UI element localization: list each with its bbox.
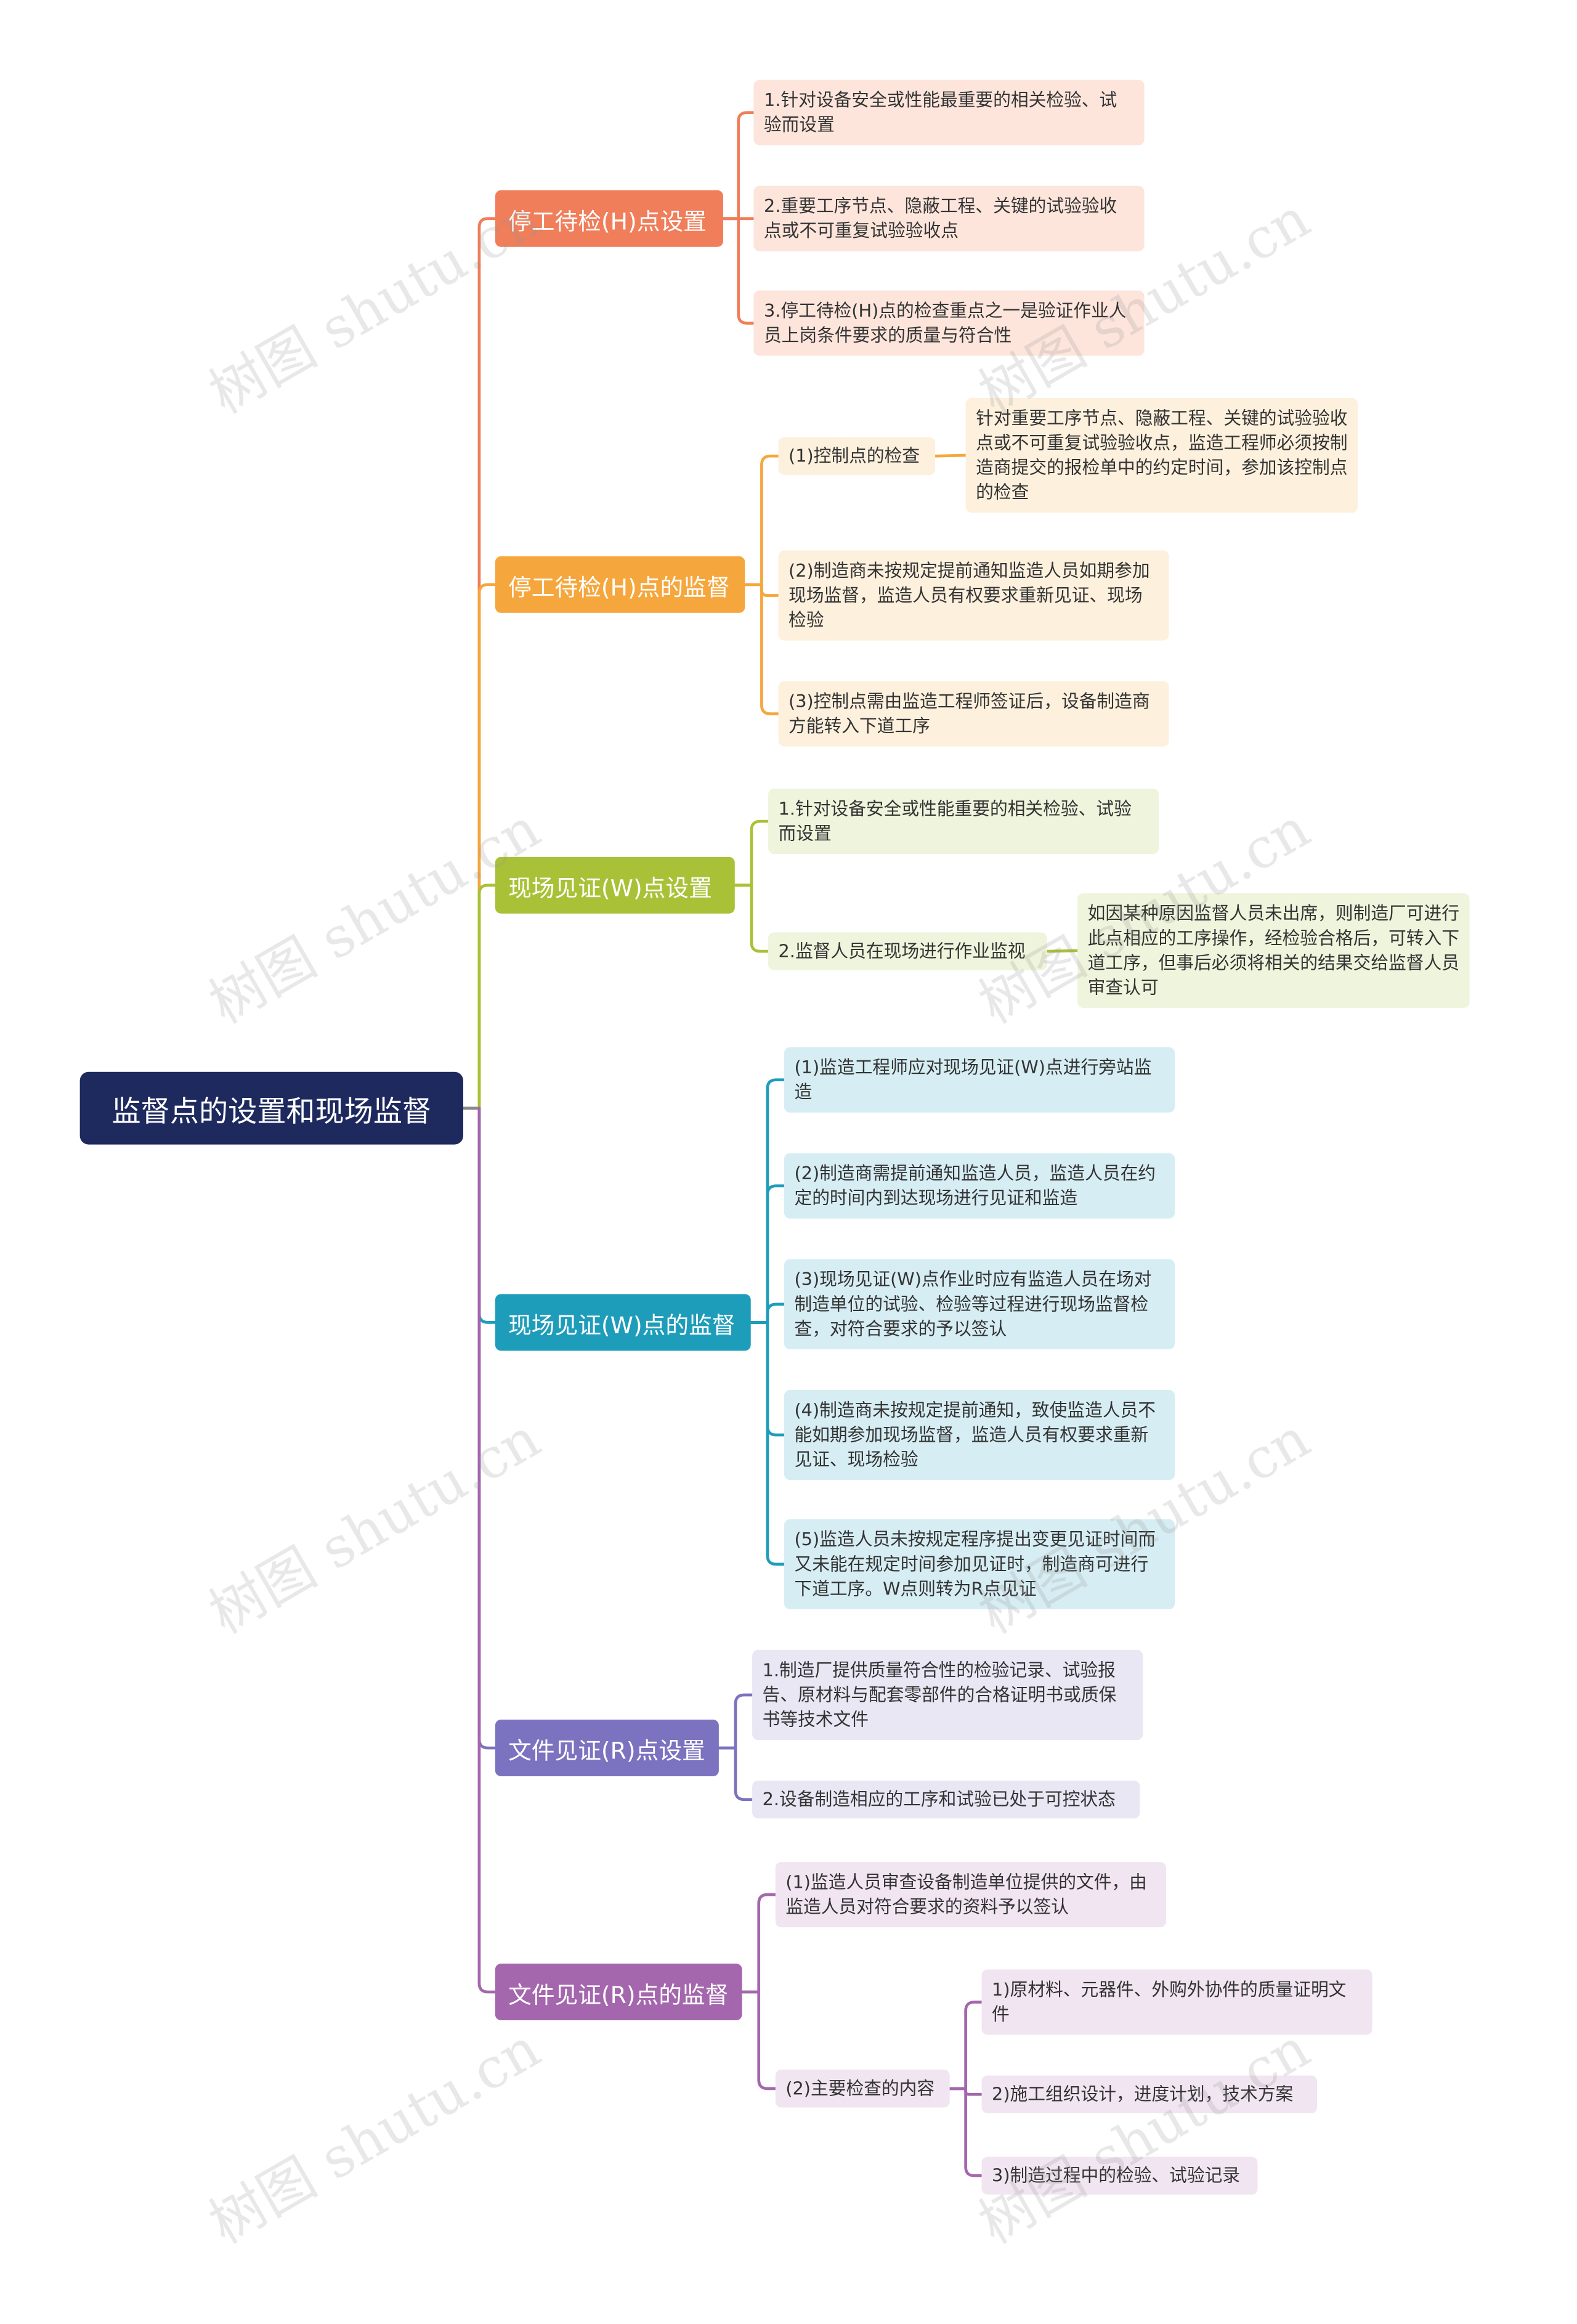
topic-node[interactable]: (5)监造人员未按规定程序提出变更见证时间而又未能在规定时间参加见证时，制造商可… xyxy=(784,1519,1175,1609)
topic-node[interactable]: (1)监造人员审查设备制造单位提供的文件，由监造人员对符合要求的资料予以签认 xyxy=(775,1862,1166,1928)
connector-line xyxy=(477,1107,497,1750)
connector-line xyxy=(721,217,755,325)
topic-node[interactable]: 2.重要工序节点、隐蔽工程、关键的试验验收点或不可重复试验验收点 xyxy=(753,185,1145,251)
branch-w-point-supervision[interactable]: 现场见证(W)点的监督 xyxy=(495,1294,751,1351)
topic-node[interactable]: 2.监督人员在现场进行作业监视 xyxy=(768,932,1047,970)
topic-node[interactable]: (4)制造商未按规定提前通知，致使监造人员不能如期参加现场监督，监造人员有权要求… xyxy=(784,1389,1175,1481)
topic-node[interactable]: (3)现场见证(W)点作业时应有监造人员在场对制造单位的试验、检验等过程进行现场… xyxy=(784,1259,1175,1349)
connector-line xyxy=(749,1184,786,1324)
topic-node[interactable]: 2.设备制造相应的工序和试验已处于可控状态 xyxy=(752,1781,1140,1819)
topic-node[interactable]: (2)制造商需提前通知监造人员，监造人员在约定的时间内到达现场进行见证和监造 xyxy=(784,1153,1175,1219)
connector-line xyxy=(740,1893,777,1994)
connector-line xyxy=(477,1107,497,1994)
branch-r-point-setup[interactable]: 文件见证(R)点设置 xyxy=(495,1720,719,1777)
topic-node[interactable]: (1)控制点的检查 xyxy=(778,437,936,475)
topic-node[interactable]: 1.制造厂提供质量符合性的检验记录、试验报告、原材料与配套零部件的合格证明书或质… xyxy=(752,1649,1143,1741)
topic-node[interactable]: 2)施工组织设计，进度计划，技术方案 xyxy=(981,2075,1318,2113)
root-topic-label: 监督点的设置和现场监督 xyxy=(111,1092,432,1128)
topic-node[interactable]: 1.针对设备安全或性能重要的相关检验、试验而设置 xyxy=(768,789,1159,855)
topic-node[interactable]: 3)制造过程中的检验、试验记录 xyxy=(981,2156,1258,2195)
connector-line xyxy=(740,1990,777,2090)
connector-line xyxy=(933,453,967,458)
topic-node[interactable]: (2)制造商未按规定提前通知监造人员如期参加现场监督，监造人员有权要求重新见证、… xyxy=(778,550,1169,641)
connector-line xyxy=(733,819,770,887)
topic-node[interactable]: 如因某种原因监督人员未出席，则制造厂可进行此点相应的工序操作，经检验合格后，可转… xyxy=(1077,893,1470,1008)
branch-h-point-supervision[interactable]: 停工待检(H)点的监督 xyxy=(495,556,745,613)
branch-w-point-setup[interactable]: 现场见证(W)点设置 xyxy=(495,856,735,914)
connector-line xyxy=(477,217,497,1110)
topic-node[interactable]: 1)原材料、元器件、外购外协件的质量证明文件 xyxy=(981,1969,1372,2035)
connector-line xyxy=(477,884,497,1110)
connector-line xyxy=(733,884,770,953)
topic-node[interactable]: (3)控制点需由监造工程师签证后，设备制造商方能转入下道工序 xyxy=(778,681,1169,747)
connector-line xyxy=(477,1107,497,1324)
connector-line xyxy=(948,2001,983,2090)
topic-node[interactable]: 3.停工待检(H)点的检查重点之一是验证作业人员上岗条件要求的质量与符合性 xyxy=(753,290,1145,356)
connector-line xyxy=(743,583,780,715)
connector-line xyxy=(477,583,497,1110)
connector-line xyxy=(717,1746,754,1802)
topic-node[interactable]: (1)监造工程师应对现场见证(W)点进行旁站监造 xyxy=(784,1047,1175,1113)
connector-line xyxy=(743,454,780,587)
topic-node[interactable]: 1.针对设备安全或性能最重要的相关检验、试验而设置 xyxy=(753,79,1145,145)
branch-r-point-supervision[interactable]: 文件见证(R)点的监督 xyxy=(495,1964,742,2021)
connector-line xyxy=(948,2087,983,2177)
connector-line xyxy=(749,1302,786,1324)
topic-node[interactable]: 针对重要工序节点、隐蔽工程、关键的试验验收点或不可重复试验验收点，监造工程师必须… xyxy=(965,397,1358,513)
connector-line xyxy=(721,111,755,221)
topic-node[interactable]: (2)主要检查的内容 xyxy=(775,2070,950,2108)
connector-line xyxy=(717,1693,754,1750)
branch-h-point-setup[interactable]: 停工待检(H)点设置 xyxy=(495,190,723,247)
connector-line xyxy=(749,1320,786,1566)
root-topic[interactable]: 监督点的设置和现场监督 xyxy=(79,1071,463,1145)
